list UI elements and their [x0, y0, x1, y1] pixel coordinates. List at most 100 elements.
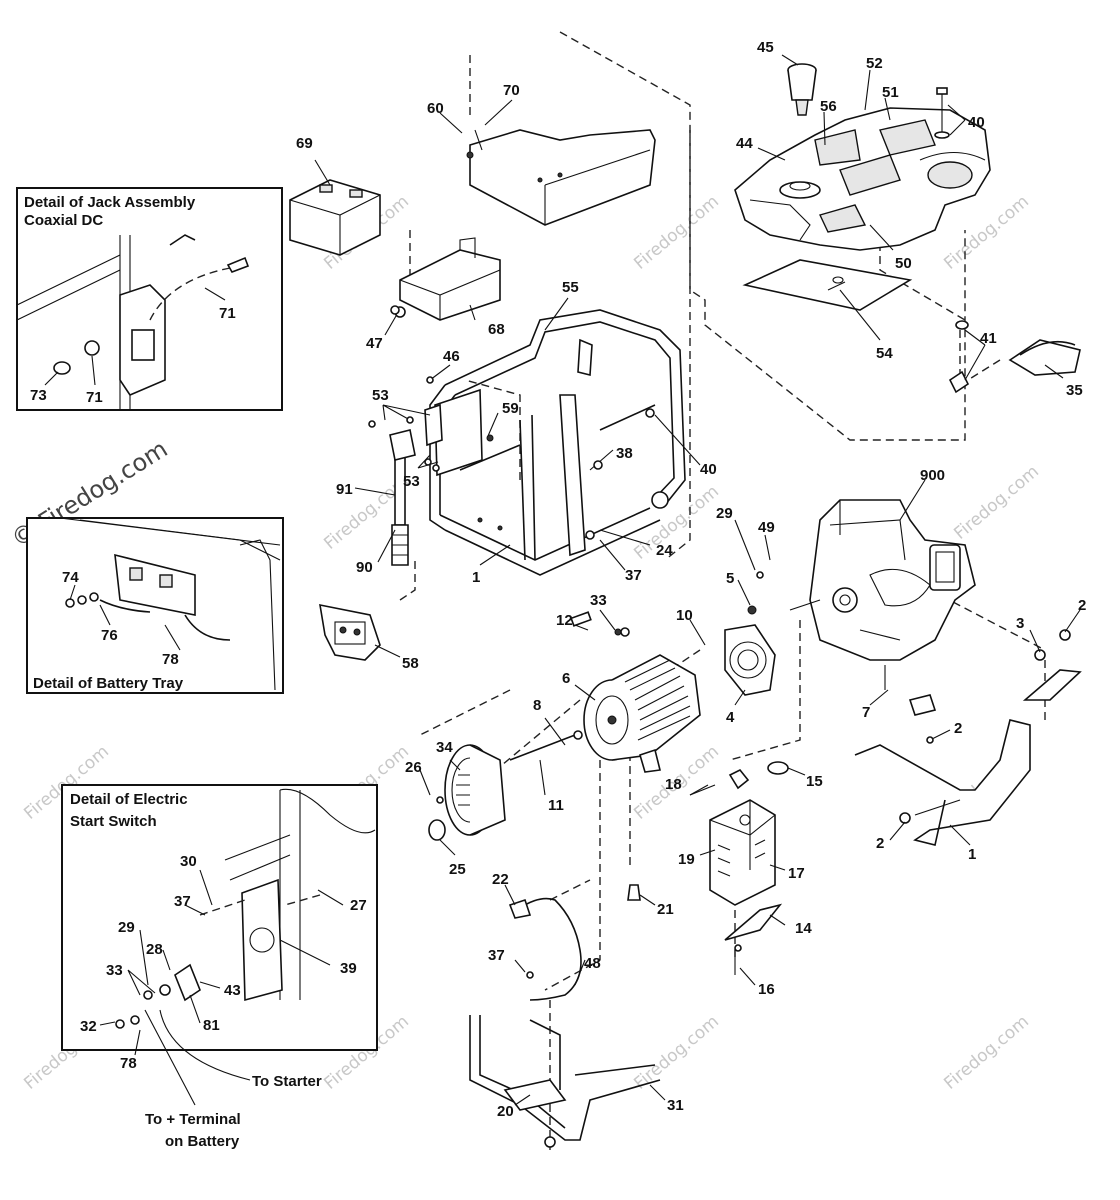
rear-cover: [444, 744, 506, 836]
part-label: 32: [80, 1018, 97, 1035]
vibration-mounts: [899, 629, 1082, 824]
part-label: 28: [146, 941, 163, 958]
part-label: 24: [656, 542, 673, 559]
part-label: 60: [427, 100, 444, 117]
heat-shield: [724, 903, 783, 941]
fasteners: [368, 305, 934, 979]
watermark: Firedog.com: [940, 1012, 1033, 1094]
battery-detail-title: Detail of Battery Tray: [33, 675, 184, 692]
part-number-labels: 45 52 51 40 56 44 50 54 41 35 70 60 69 4…: [30, 39, 1086, 1120]
part-label: 33: [106, 962, 123, 979]
part-label: 29: [716, 505, 733, 522]
part-label: 71: [219, 305, 236, 322]
part-label: 55: [562, 279, 579, 296]
part-label: 43: [224, 982, 241, 999]
stator-rotor: [583, 654, 701, 773]
to-terminal-label-2: on Battery: [165, 1133, 240, 1150]
part-label: 8: [533, 697, 541, 714]
part-label: 25: [449, 861, 466, 878]
part-label: 2: [954, 720, 962, 737]
part-label: 45: [757, 39, 774, 56]
watermark: Firedog.com: [630, 482, 723, 564]
part-label: 44: [736, 135, 753, 152]
part-label: 18: [665, 776, 682, 793]
part-label: 7: [862, 704, 870, 721]
part-label: 5: [726, 570, 734, 587]
part-label: 74: [62, 569, 79, 586]
part-label: 20: [497, 1103, 514, 1120]
part-label: 78: [120, 1055, 137, 1072]
part-label: 12: [556, 612, 573, 629]
part-label: 68: [488, 321, 505, 338]
jack-detail-title: Detail of Jack Assembly: [24, 194, 196, 211]
part-label: 56: [820, 98, 837, 115]
to-terminal-label: To + Terminal: [145, 1111, 241, 1128]
part-label: 30: [180, 853, 197, 870]
tank-bolts: [934, 87, 970, 394]
part-label: 40: [968, 114, 985, 131]
part-label: 39: [340, 960, 357, 977]
rear-leg-frame: [854, 719, 1031, 846]
part-label: 53: [403, 473, 420, 490]
part-label: 76: [101, 627, 118, 644]
part-label: 4: [726, 709, 735, 726]
part-label: 69: [296, 135, 313, 152]
part-label: 1: [472, 569, 480, 586]
battery-tray: [399, 237, 501, 321]
part-label: 15: [806, 773, 823, 790]
part-label: 40: [700, 461, 717, 478]
part-label: 17: [788, 865, 805, 882]
jack-detail-subtitle: Coaxial DC: [24, 212, 103, 229]
through-bolt: [509, 611, 622, 761]
frame: [429, 309, 686, 576]
fuel-cap: [787, 63, 817, 116]
part-label: 37: [174, 893, 191, 910]
detail-start-switch: Detail of Electric Start Switch: [61, 784, 378, 1051]
part-label: 49: [758, 519, 775, 536]
leader-lines: [44, 54, 1081, 1106]
part-label: 2: [876, 835, 884, 852]
control-panel-bracket: [466, 129, 656, 226]
part-label: 37: [488, 947, 505, 964]
part-label: 91: [336, 481, 353, 498]
battery: [289, 179, 381, 256]
wire-harness: [508, 884, 641, 1001]
annotation-leaders: [144, 1009, 251, 1106]
part-label: 54: [876, 345, 893, 362]
part-label: 37: [625, 567, 642, 584]
panel-plate: [434, 388, 494, 477]
part-label: 16: [758, 981, 775, 998]
part-label: 73: [30, 387, 47, 404]
watermark: Firedog.com: [630, 1012, 723, 1094]
detail-jack-assembly: Detail of Jack Assembly Coaxial DC: [16, 187, 283, 411]
part-label: 33: [590, 592, 607, 609]
part-label: 29: [118, 919, 135, 936]
part-label: 10: [676, 607, 693, 624]
to-starter-label: To Starter: [252, 1073, 322, 1090]
detail-battery-tray: Detail of Battery Tray: [26, 517, 284, 694]
watermark: Firedog.com: [630, 192, 723, 274]
part-label: 41: [980, 330, 997, 347]
fuel-tank: [734, 107, 991, 251]
part-label: 58: [402, 655, 419, 672]
part-label: 900: [920, 467, 945, 484]
part-label: 59: [502, 400, 519, 417]
part-label: 27: [350, 897, 367, 914]
watermark: Firedog.com: [940, 192, 1033, 274]
part-label: 46: [443, 348, 460, 365]
part-label: 50: [895, 255, 912, 272]
part-label: 90: [356, 559, 373, 576]
part-label: 78: [162, 651, 179, 668]
part-label: 2: [1078, 597, 1086, 614]
fuel-line: [1008, 339, 1081, 376]
part-label: 51: [882, 84, 899, 101]
gasket: [767, 761, 789, 775]
part-label: 53: [372, 387, 389, 404]
part-label: 21: [657, 901, 674, 918]
part-label: 1: [968, 846, 976, 863]
part-label: 3: [1016, 615, 1024, 632]
tank-pad: [742, 259, 913, 311]
outlet-panel: [319, 603, 381, 661]
switch-detail-subtitle: Start Switch: [70, 813, 157, 830]
